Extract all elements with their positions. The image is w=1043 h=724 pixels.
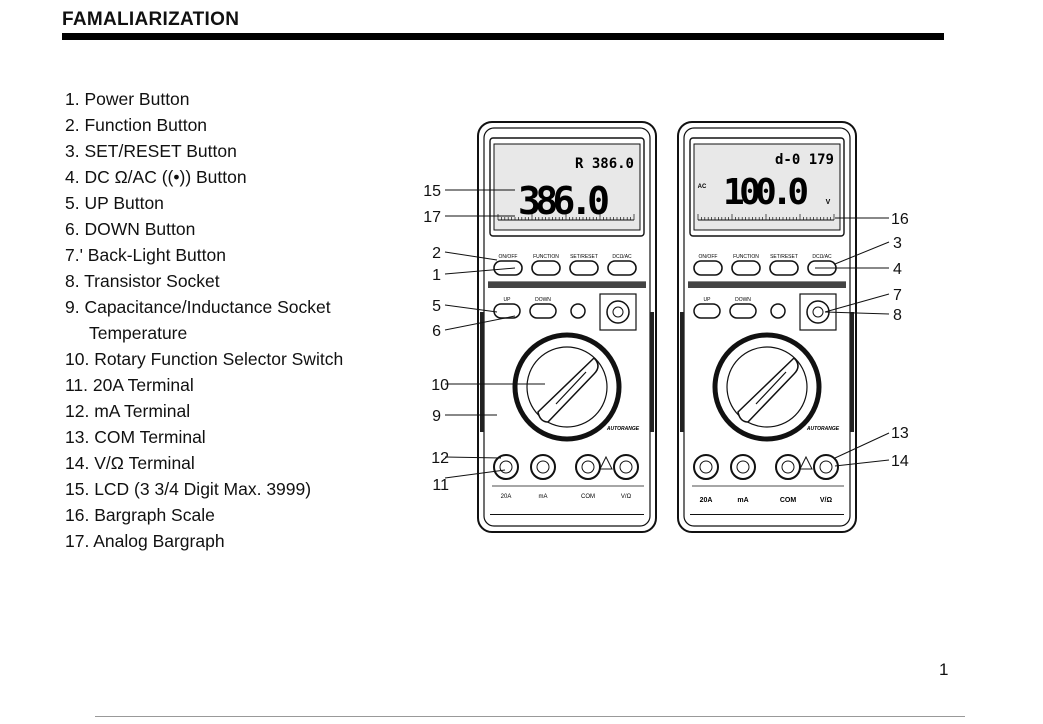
power-button-label: ON/OFF (499, 254, 518, 260)
list-item: 1. Power Button (65, 89, 190, 109)
callout-11: 11 (432, 477, 449, 494)
left-multimeter: 386.0 R 386.0 ON/OFF FUNCTION SET/RESET … (478, 122, 656, 532)
lcd-sub-reading: d-0 179 (775, 152, 834, 168)
down-button-label: DOWN (535, 297, 551, 303)
power-button-label: ON/OFF (699, 254, 718, 260)
footer-rule (95, 716, 965, 717)
callout-14: 14 (891, 453, 909, 470)
down-button-label: DOWN (735, 297, 751, 303)
lcd-sub-reading: R 386.0 (575, 156, 634, 172)
terminal-label-20a: 20A (501, 494, 512, 500)
lcd-unit-label: V (826, 199, 831, 206)
up-button-label: UP (504, 297, 512, 303)
callout-13: 13 (891, 425, 909, 442)
function-button-label: FUNCTION (533, 254, 559, 260)
callout-2: 2 (432, 245, 441, 262)
list-item: 17. Analog Bargraph (65, 531, 225, 551)
multimeter-illustration: 386.0 R 386.0 ON/OFF FUNCTION SET/RESET … (423, 118, 909, 538)
up-button-label: UP (704, 297, 712, 303)
lcd-main-reading: 386.0 (518, 179, 610, 223)
terminal-label-com: COM (780, 497, 797, 504)
list-item: 5. UP Button (65, 193, 164, 213)
right-multimeter: 100.0 d-0 179 AC V ON/OFF FUNCTION SET/R… (678, 122, 856, 532)
list-item: 2. Function Button (65, 115, 208, 135)
list-item: 3. SET/RESET Button (65, 141, 237, 161)
lcd-main-reading: 100.0 (723, 172, 809, 213)
list-item: 10. Rotary Function Selector Switch (65, 349, 344, 369)
parts-list: 1. Power Button 2. Function Button 3. SE… (65, 86, 343, 554)
callout-5: 5 (432, 298, 441, 315)
set-reset-button-label: SET/RESET (770, 254, 798, 260)
callout-15: 15 (423, 183, 441, 200)
bargraph-scale (697, 214, 835, 220)
callout-1: 1 (432, 267, 441, 284)
callout-17: 17 (423, 209, 441, 226)
list-item: 14. V/Ω Terminal (65, 453, 195, 473)
callout-4: 4 (893, 261, 902, 278)
section-heading: FAMALIARIZATION (62, 9, 240, 30)
callout-9: 9 (432, 408, 441, 425)
list-item: 4. DC Ω/AC ((•)) Button (65, 167, 247, 187)
terminal-label-20a: 20A (700, 497, 713, 504)
list-item: 6. DOWN Button (65, 219, 196, 239)
terminal-label-com: COM (581, 494, 595, 500)
callout-3: 3 (893, 235, 902, 252)
callout-8: 8 (893, 307, 902, 324)
terminal-label-volt-ohm: V/Ω (820, 497, 833, 504)
list-item: 12. mA Terminal (65, 401, 191, 421)
callout-10: 10 (431, 377, 449, 394)
lcd-mode-label: AC (698, 184, 707, 190)
list-item: 11. 20A Terminal (65, 375, 194, 395)
callout-numbers: 15 17 2 1 5 6 10 9 12 11 16 3 4 7 8 13 1… (423, 183, 909, 494)
terminal-label-ma: mA (737, 497, 748, 504)
set-reset-button-label: SET/RESET (570, 254, 598, 260)
list-item: 7.' Back-Light Button (65, 245, 226, 265)
callout-6: 6 (432, 323, 441, 340)
callout-12: 12 (431, 450, 449, 467)
dc-ac-button-label: DCΩ/AC (812, 254, 832, 260)
list-item: 15. LCD (3 3/4 Digit Max. 3999) (65, 479, 312, 499)
bargraph-scale (497, 214, 635, 220)
page-number: 1 (939, 660, 949, 679)
terminal-label-ma: mA (539, 494, 548, 500)
heading-rule (62, 33, 944, 40)
list-item: 8. Transistor Socket (65, 271, 220, 291)
autorange-label: AUTORANGE (806, 426, 840, 432)
terminal-label-volt-ohm: V/Ω (621, 494, 632, 500)
list-item: 16. Bargraph Scale (65, 505, 215, 525)
callout-7: 7 (893, 287, 902, 304)
list-item-continuation: Temperature (89, 323, 188, 343)
list-item: 13. COM Terminal (65, 427, 206, 447)
callout-16: 16 (891, 211, 909, 228)
callout-leaders (444, 189, 890, 479)
function-button-label: FUNCTION (733, 254, 759, 260)
dc-ac-button-label: DCΩ/AC (612, 254, 632, 260)
autorange-label: AUTORANGE (606, 426, 640, 432)
